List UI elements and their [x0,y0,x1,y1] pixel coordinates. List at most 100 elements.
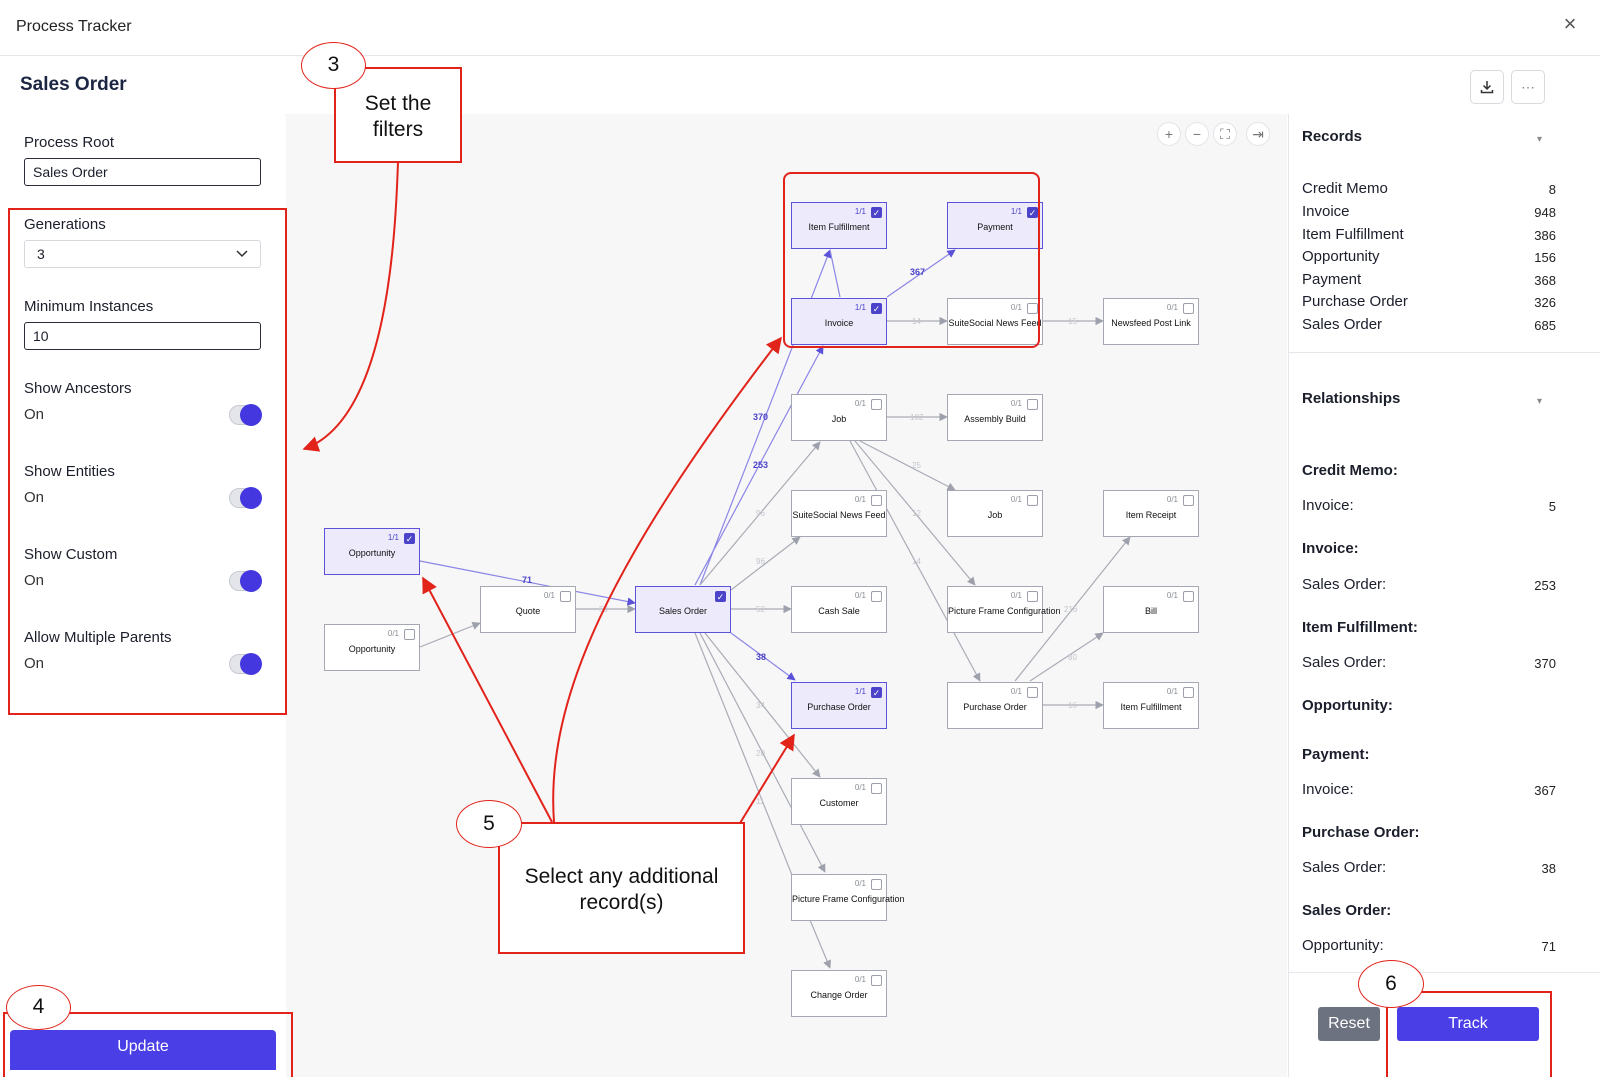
node-checkbox[interactable] [1027,495,1038,506]
node-checkbox[interactable] [560,591,571,602]
node-checkbox[interactable] [1027,399,1038,410]
node-checkbox[interactable] [871,591,882,602]
node-item-fulfillment-2[interactable]: 0/1 Item Fulfillment [1103,682,1199,729]
node-assembly-build[interactable]: 0/1 Assembly Build [947,394,1043,441]
node-change-order[interactable]: 0/1 Change Order [791,970,887,1017]
selected-records-highlight [783,172,1040,348]
node-job-2[interactable]: 0/1 Job [947,490,1043,537]
node-checkbox[interactable] [1027,303,1038,314]
node-count: 0/1 [854,495,866,504]
node-checkbox[interactable] [1183,591,1194,602]
page-title: Sales Order [20,74,127,95]
relationship-name: Invoice: [1302,781,1354,798]
relationship-row: Invoice: 367 [1302,781,1556,798]
node-item-receipt[interactable]: 0/1 Item Receipt [1103,490,1199,537]
node-checkbox[interactable] [1027,687,1038,698]
reset-button[interactable]: Reset [1318,1007,1380,1041]
node-purchase-order[interactable]: 1/1 ✓ Purchase Order [791,682,887,729]
edge-job-pfc [854,440,976,586]
node-purchase-order-2[interactable]: 0/1 Purchase Order [947,682,1043,729]
allow-multiple-parents-toggle[interactable] [229,653,262,675]
arrow-to-selected-records [552,336,782,823]
record-name: Opportunity [1302,248,1380,265]
arrow-to-filters [302,161,399,452]
zoom-in-button[interactable]: + [1157,122,1181,146]
node-checkbox[interactable]: ✓ [871,207,882,218]
zoom-out-button[interactable]: − [1185,122,1209,146]
node-checkbox[interactable] [1183,687,1194,698]
node-checkbox[interactable]: ✓ [404,533,415,544]
node-label: Item Receipt [1125,510,1177,520]
edge-opportunity-salesorder [419,560,636,606]
node-invoice[interactable]: 1/1 ✓ Invoice [791,298,887,345]
update-button[interactable]: Update [10,1030,276,1070]
node-suitesocial-news-feed[interactable]: 0/1 SuiteSocial News Feed [947,298,1043,345]
show-entities-toggle[interactable] [229,487,262,509]
node-checkbox[interactable]: ✓ [871,303,882,314]
arrow-to-opportunity [422,576,553,823]
node-checkbox[interactable]: ✓ [871,687,882,698]
edge-label-52: 52 [756,605,765,614]
node-newsfeed-post-link[interactable]: 0/1 Newsfeed Post Link [1103,298,1199,345]
fit-view-button[interactable]: ⛶ [1213,122,1237,146]
relationships-collapse-icon[interactable]: ▾ [1537,396,1543,407]
edge-salesorder-purchaseorder [730,632,796,681]
node-checkbox[interactable]: ✓ [715,591,726,602]
node-checkbox[interactable] [1027,591,1038,602]
page-header [0,56,1600,115]
node-label: Cash Sale [818,606,860,616]
node-payment[interactable]: 1/1 ✓ Payment [947,202,1043,249]
node-checkbox[interactable]: ✓ [1027,207,1038,218]
node-checkbox[interactable] [871,975,882,986]
relationship-count: 367 [1534,783,1556,798]
node-picture-frame-configuration[interactable]: 0/1 Picture Frame Configuration [947,586,1061,633]
generations-label: Generations [24,216,106,233]
node-picture-frame-configuration-2[interactable]: 0/1 Picture Frame Configuration [791,874,905,921]
node-item-fulfillment[interactable]: 1/1 ✓ Item Fulfillment [791,202,887,249]
node-quote[interactable]: 0/1 Quote [480,586,576,633]
close-icon[interactable]: × [1563,11,1577,36]
divider [1288,352,1600,353]
step3-badge: 3 [301,42,366,89]
track-button[interactable]: Track [1397,1007,1539,1041]
node-checkbox[interactable] [1183,495,1194,506]
node-checkbox[interactable] [404,629,415,640]
min-instances-input[interactable]: 10 [24,322,261,350]
record-row: Invoice 948 [1302,203,1556,225]
step3-callout: Set the filters [334,67,462,163]
node-job[interactable]: 0/1 Job [791,394,887,441]
record-count: 948 [1534,205,1556,220]
node-opportunity[interactable]: 1/1 ✓ Opportunity [324,528,420,575]
node-checkbox[interactable] [871,783,882,794]
node-checkbox[interactable] [871,879,882,890]
node-opportunity-2[interactable]: 0/1 Opportunity [324,624,420,671]
node-bill[interactable]: 0/1 Bill [1103,586,1199,633]
generations-select[interactable]: 3 [24,240,261,268]
node-label: Purchase Order [963,702,1027,712]
relationship-name: Sales Order: [1302,859,1387,876]
node-label: Invoice [824,318,854,328]
node-sales-order-root[interactable]: ✓ Sales Order [635,586,731,633]
node-checkbox[interactable] [1183,303,1194,314]
show-custom-toggle[interactable] [229,570,262,592]
show-ancestors-toggle[interactable] [229,404,262,426]
records-collapse-icon[interactable]: ▾ [1537,134,1543,145]
node-cash-sale[interactable]: 0/1 Cash Sale [791,586,887,633]
node-checkbox[interactable] [871,399,882,410]
edge-label-20: 20 [756,749,765,758]
node-count: 0/1 [1010,495,1022,504]
more-options-button[interactable]: ⋯ [1511,70,1545,104]
process-root-input[interactable]: Sales Order [24,158,261,186]
node-suitesocial-news-feed-2[interactable]: 0/1 SuiteSocial News Feed [791,490,887,537]
node-checkbox[interactable] [871,495,882,506]
toggle-panel-button[interactable]: ⇥ [1246,122,1270,146]
node-count: 0/1 [854,783,866,792]
record-name: Invoice [1302,203,1350,220]
node-label: Assembly Build [964,414,1026,424]
download-button[interactable] [1470,70,1504,104]
show-custom-state: On [24,572,45,589]
filter-panel [0,114,285,1077]
node-customer[interactable]: 0/1 Customer [791,778,887,825]
